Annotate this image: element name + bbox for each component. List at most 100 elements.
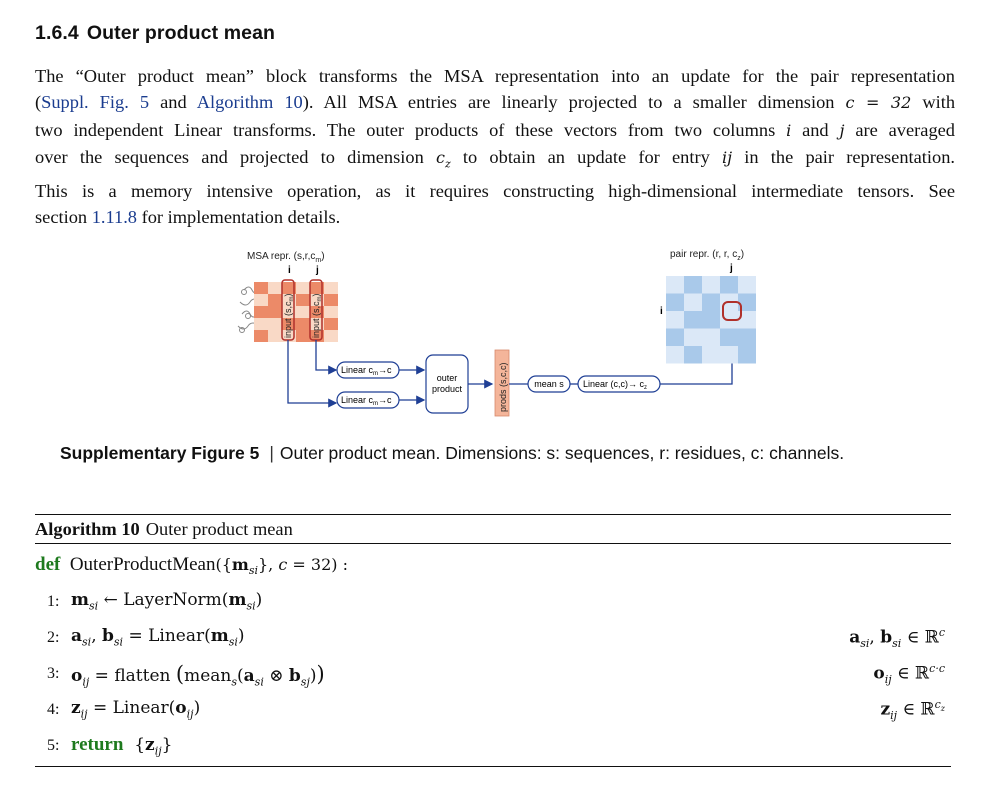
- function-name: OuterProductMean: [69, 554, 216, 575]
- pair-cell: [684, 311, 702, 329]
- msa-cell: [254, 294, 268, 306]
- prods-label: prods (s,c,c): [498, 362, 508, 412]
- pair-cell: [702, 328, 720, 346]
- pair-cell: [684, 328, 702, 346]
- algorithm-reference-link[interactable]: Algorithm 10: [196, 92, 303, 113]
- input-label-j: input (s,cm): [311, 293, 323, 338]
- pair-cell: [738, 276, 756, 294]
- msa-cell: [324, 282, 338, 294]
- msa-cell: [282, 282, 296, 294]
- pair-cell: [666, 293, 684, 311]
- section-reference-link[interactable]: 1.11.8: [91, 207, 137, 228]
- msa-cell: [282, 318, 296, 330]
- figure-caption: Supplementary Figure 5 |Outer product mea…: [60, 443, 940, 464]
- algorithm-top-rule: [35, 514, 951, 515]
- algorithm-bottom-rule: [35, 766, 951, 767]
- pair-cell: [738, 328, 756, 346]
- algorithm-line-5: 5: return {zij}: [47, 734, 173, 758]
- return-keyword: return: [71, 734, 124, 755]
- msa-cell: [310, 318, 324, 330]
- msa-cell: [282, 294, 296, 306]
- algorithm-line-4: 4: zij = Linear(oij) zij ∈ ℝcz: [47, 698, 945, 723]
- algorithm-line-2: 2: asi, bsi = Linear(msi) asi, bsi ∈ ℝc: [47, 626, 945, 651]
- pair-cell: [666, 346, 684, 364]
- algorithm-title: Outer product mean: [145, 519, 293, 539]
- pair-cell: [666, 328, 684, 346]
- msa-cell: [268, 306, 282, 318]
- msa-cell: [282, 306, 296, 318]
- msa-cell: [254, 330, 268, 342]
- algorithm-line-3: 3: oij = flatten (means(asi ⊗ bsj)) oij …: [47, 662, 945, 689]
- line-3-annotation: oij ∈ ℝc·c: [873, 662, 945, 687]
- msa-cell: [310, 294, 324, 306]
- msa-cell: [324, 318, 338, 330]
- pair-cell: [702, 276, 720, 294]
- msa-cell: [310, 306, 324, 318]
- msa-cell: [254, 282, 268, 294]
- msa-heatmap: [254, 282, 338, 342]
- paragraph-line-6: section 1.11.8 for implementation detail…: [35, 207, 341, 228]
- column-i-label: i: [288, 265, 291, 276]
- msa-cell: [296, 306, 310, 318]
- msa-cell: [268, 282, 282, 294]
- linear-label-bottom: Linear cm→c: [341, 395, 392, 407]
- msa-repr-label: MSA repr. (s,r,cm): [247, 251, 325, 264]
- caption-label: Supplementary Figure 5: [60, 443, 260, 463]
- mean-label: mean s: [534, 379, 564, 389]
- pair-cell: [720, 328, 738, 346]
- msa-cell: [324, 294, 338, 306]
- msa-cell: [254, 318, 268, 330]
- paragraph-line-5: This is a memory intensive operation, as…: [35, 180, 955, 201]
- pair-cell: [702, 311, 720, 329]
- pair-cell: [720, 276, 738, 294]
- pair-cell: [702, 293, 720, 311]
- msa-cell: [296, 330, 310, 342]
- paragraph-line-4: over the sequences and projected to dime…: [35, 146, 955, 171]
- input-label-i: input (s,cm): [283, 293, 295, 338]
- figure-reference-link[interactable]: Suppl. Fig. 5: [41, 92, 150, 113]
- section-title: Outer product mean: [86, 22, 276, 44]
- outer-product-mean-diagram: MSA repr. (s,r,cm) i j input (s,cm) inpu…: [237, 249, 756, 417]
- algorithm-line-1: 1: msi ← LayerNorm(msi): [47, 590, 263, 613]
- msa-cell: [296, 318, 310, 330]
- paragraph-line-1: The “Outer product mean” block transform…: [35, 66, 955, 86]
- pair-heatmap: [666, 276, 756, 364]
- algorithm-label: Algorithm 10: [35, 519, 140, 539]
- msa-cell: [296, 294, 310, 306]
- section-number: 1.6.4: [35, 22, 79, 44]
- column-j-label: j: [315, 265, 319, 276]
- pair-cell: [738, 311, 756, 329]
- pair-cell: [684, 276, 702, 294]
- prods-tensor: [494, 349, 510, 417]
- msa-cell: [324, 330, 338, 342]
- pair-row-i-label: i: [660, 306, 663, 317]
- msa-cell: [324, 306, 338, 318]
- pair-entry-ij-highlight: [722, 301, 742, 321]
- body-paragraph: The “Outer product mean” block transform…: [35, 63, 955, 230]
- caption-text: Outer product mean. Dimensions: s: seque…: [279, 443, 845, 463]
- msa-cell: [254, 306, 268, 318]
- pair-cell: [738, 346, 756, 364]
- pair-cell: [702, 346, 720, 364]
- algorithm-def-line: def OuterProductMean({msi}, c = 32) :: [35, 554, 348, 578]
- msa-cell: [268, 294, 282, 306]
- line-2-annotation: asi, bsi ∈ ℝc: [849, 626, 945, 651]
- linear-label-top: Linear cm→c: [341, 365, 392, 377]
- pair-column-j-label: j: [729, 263, 733, 274]
- paragraph-line-2: (Suppl. Fig. 5 and Algorithm 10). All MS…: [35, 92, 956, 113]
- def-keyword: def: [35, 554, 61, 575]
- pair-cell: [720, 346, 738, 364]
- arrow-i-to-linear: [287, 340, 338, 408]
- caption-separator: |: [269, 443, 274, 463]
- msa-cell: [268, 330, 282, 342]
- pair-cell: [738, 293, 756, 311]
- outer-product-label-2: product: [432, 384, 463, 394]
- msa-cell: [296, 282, 310, 294]
- math-c-equals-32: c = 32: [845, 93, 912, 113]
- algorithm-header-rule: [35, 543, 951, 544]
- paragraph-line-3: two independent Linear transforms. The o…: [35, 119, 955, 140]
- outer-product-label-1: outer: [437, 373, 458, 383]
- pair-cell: [684, 293, 702, 311]
